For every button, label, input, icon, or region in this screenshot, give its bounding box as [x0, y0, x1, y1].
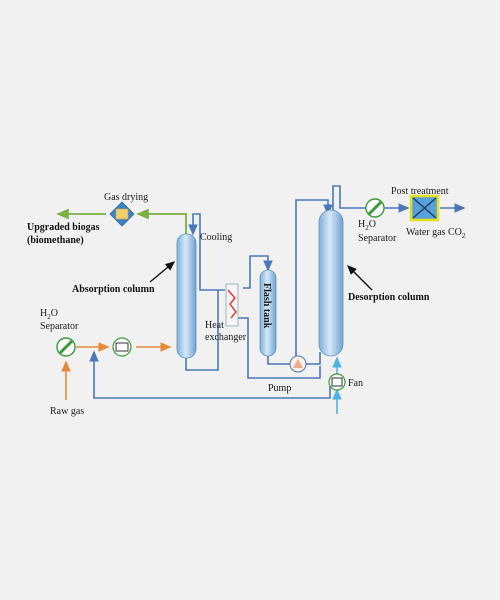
pipe-absorber-bottom — [185, 290, 219, 371]
separator-right-label: Separator — [358, 233, 397, 244]
gas-drying-label: Gas drying — [104, 192, 148, 203]
pipe-desorber-return — [236, 317, 321, 379]
pipe-cooling — [188, 213, 225, 291]
fan-label: Fan — [348, 378, 363, 389]
absorption-column-label: Absorption column — [72, 284, 155, 295]
pipe-flash-top — [295, 199, 333, 358]
flash-tank — [259, 269, 277, 357]
h2o-right-label: H2O — [358, 219, 376, 232]
pipe-hx-to-flash — [243, 255, 273, 289]
pipe-absorber-to-drying — [136, 208, 187, 234]
heat-label: Heat — [205, 320, 224, 331]
separator-left-icon — [56, 337, 76, 357]
absorption-pointer — [149, 261, 176, 283]
post-treatment-icon — [409, 194, 440, 222]
post-treatment-label: Post treatment — [391, 186, 449, 197]
pipe-bottom-loop — [89, 350, 331, 399]
water-gas-label: Water gas CO2 — [406, 227, 466, 240]
heat-exchanger — [225, 283, 239, 327]
compressor-icon — [112, 337, 132, 357]
raw-gas-label: Raw gas — [50, 406, 84, 417]
exchanger-label: exchanger — [205, 332, 247, 343]
desorption-pointer — [347, 265, 373, 291]
pump-icon — [289, 355, 307, 373]
pipe-pump-to-desorber — [306, 352, 321, 365]
absorption-column — [176, 233, 197, 359]
desorption-column-label: Desorption column — [348, 292, 430, 303]
h2o-left-label: H2O — [40, 308, 58, 321]
pump-label: Pump — [268, 383, 291, 394]
flash-tank-label: Flash tank — [261, 283, 272, 329]
gas-drying-icon — [109, 201, 135, 227]
desorption-column — [318, 209, 344, 357]
separator-right-icon — [365, 198, 385, 218]
cooling-label: Cooling — [200, 232, 232, 243]
fan-icon — [328, 373, 346, 391]
upgraded-biogas-label: Upgraded biogas — [27, 222, 100, 233]
pipe-flash-to-pump — [267, 356, 290, 365]
separator-left-label: Separator — [40, 321, 79, 332]
biomethane-label: (biomethane) — [27, 235, 84, 246]
pipe-desorber-top — [332, 185, 366, 210]
